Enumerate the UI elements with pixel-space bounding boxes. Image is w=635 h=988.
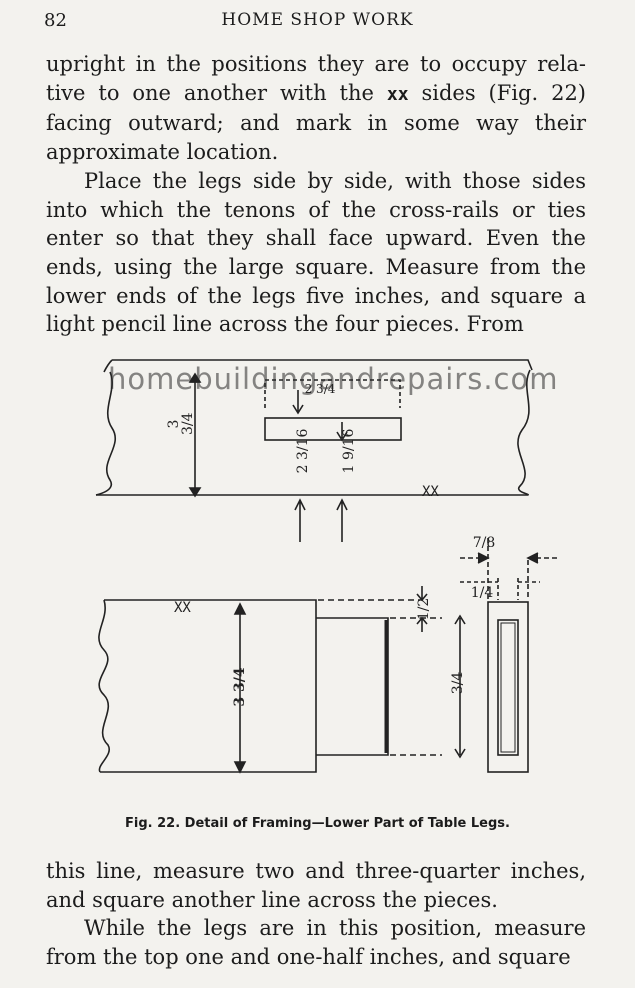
page-number: 82 [44, 10, 67, 31]
tenon [316, 617, 389, 756]
running-head: HOME SHOP WORK [221, 10, 414, 30]
text-run: sides (Fig. 22) facing outward; and mark… [46, 80, 587, 165]
dim-label-lower-3-3-4: 3 3/4 [232, 667, 248, 707]
dim-line-3-3-4 [190, 381, 200, 493]
dim-label-3-3-4: 3 3/4 [166, 412, 196, 435]
end-view-mortise [497, 619, 519, 756]
end-view-mortise-inner [500, 622, 516, 753]
dim-label-1-4: 1/4 [470, 585, 494, 601]
figure-22: XX XX 3 3/4 2 3/4 2 3/16 1 9/16 7/8 1/4 … [0, 350, 635, 810]
text-run: upright in the positions they are to occ… [46, 52, 586, 105]
xx-mark-lower: XX [174, 600, 191, 616]
arrow-up-left [294, 498, 306, 542]
paragraph: While the legs are in this position, mea… [46, 916, 586, 970]
body-text-top: upright in the positions they are to occ… [46, 50, 586, 339]
lower-leg-outline [100, 599, 317, 773]
upper-dashed-box [264, 379, 401, 408]
xx-mark-text: xx [386, 83, 409, 105]
dim-label-1-2: 1/2 [416, 597, 432, 621]
dim-line-3-4 [454, 614, 466, 759]
framing-diagram: XX XX [95, 359, 560, 774]
paragraph: Place the legs side by side, with those … [46, 168, 586, 337]
paragraph: upright in the positions they are to occ… [46, 50, 586, 167]
dim-line-2-3-4 [292, 390, 304, 415]
dim-label-1-9-16: 1 9/16 [341, 428, 357, 474]
figure-caption: Fig. 22. Detail of Framing—Lower Part of… [125, 816, 510, 831]
arrow-up-right [336, 498, 348, 542]
dim-label-3-4: 3/4 [450, 671, 466, 695]
upper-leg-break-right [517, 369, 531, 496]
dim-line-7-8 [460, 538, 560, 600]
paragraph: this line, measure two and three-quarter… [46, 859, 586, 912]
page-header: 82 HOME SHOP WORK [0, 10, 635, 34]
dim-label-2-3-4: 2 3/4 [304, 382, 336, 396]
upper-mortise [264, 417, 402, 441]
body-text-bottom: this line, measure two and three-quarter… [46, 857, 586, 972]
watermark: homebuildingandrepairs.com [108, 362, 559, 396]
dim-line-1-4 [460, 578, 540, 600]
dim-line-1-2 [416, 586, 428, 632]
dim-label-2-3-16: 2 3/16 [295, 428, 311, 474]
dim-line-1-9-16 [336, 422, 348, 442]
upper-leg-outline [96, 359, 533, 496]
end-view-outline [487, 601, 529, 773]
xx-mark-upper: XX [422, 484, 439, 500]
dim-label-7-8: 7/8 [472, 535, 496, 551]
upper-leg-break-left [95, 371, 117, 496]
lower-leg-break-left [98, 599, 111, 773]
